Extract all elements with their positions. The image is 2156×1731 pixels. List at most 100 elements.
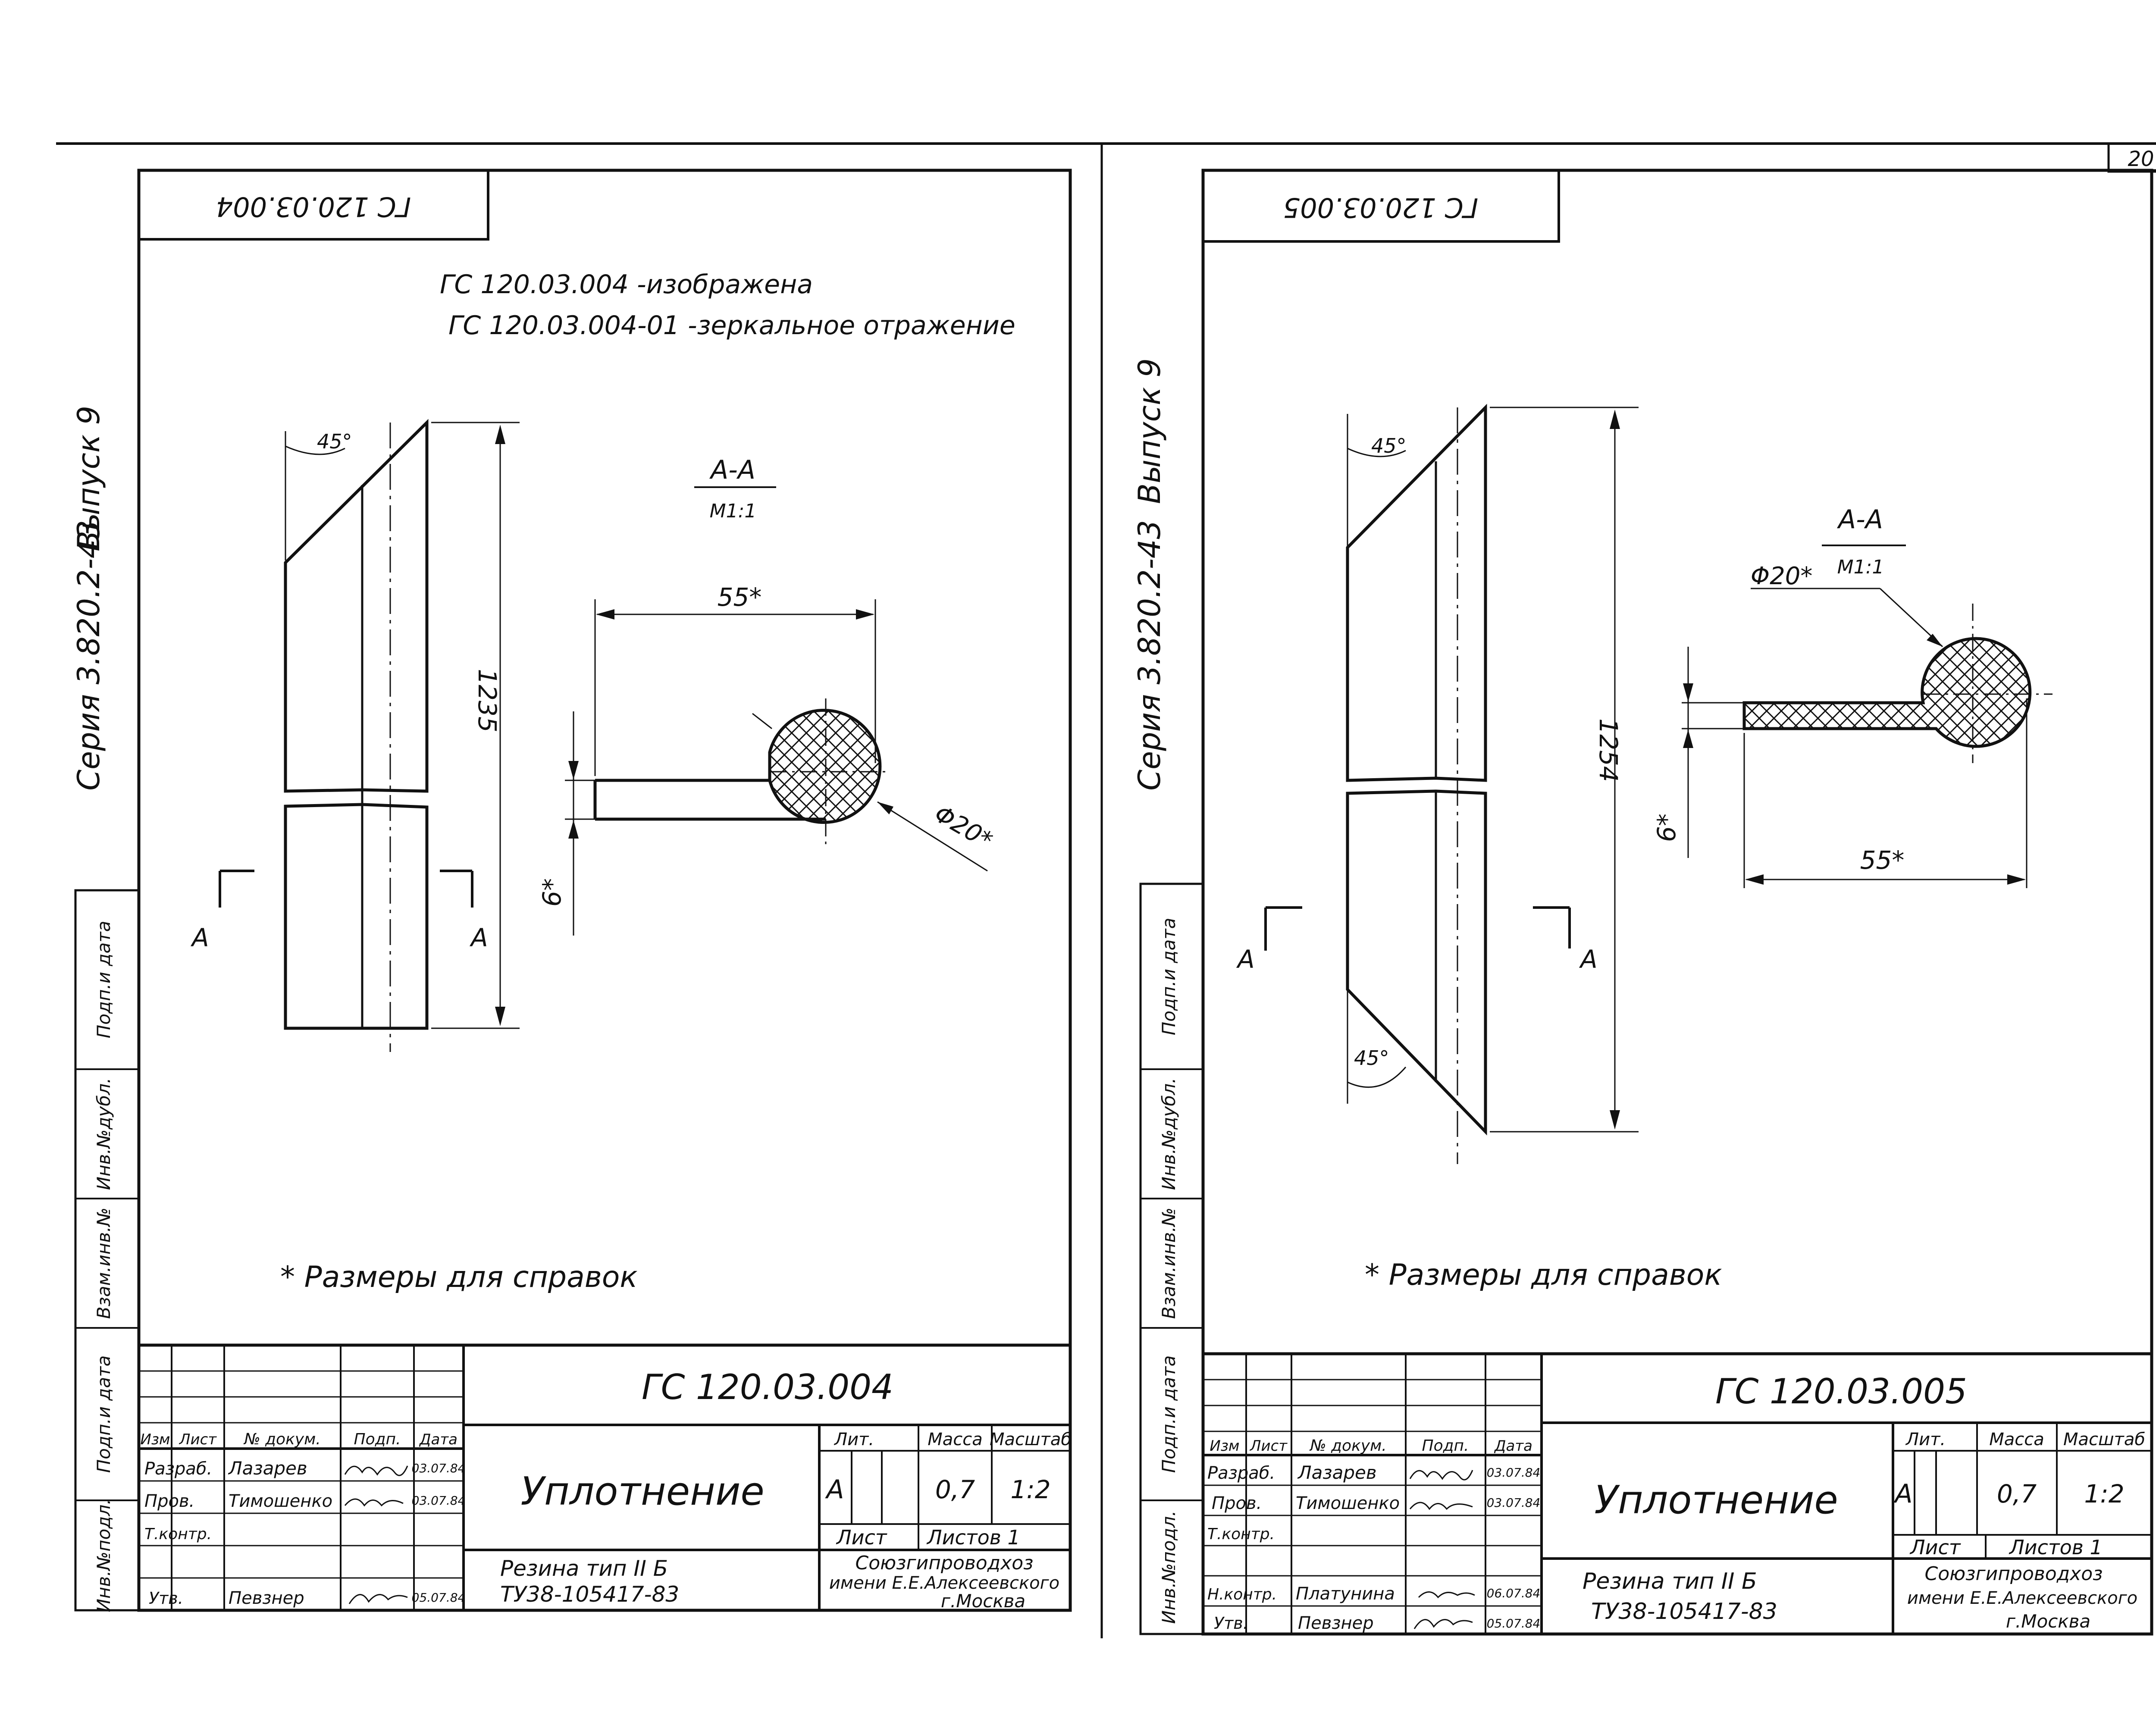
- left-tb-role-1: Разраб.: [144, 1459, 212, 1479]
- right-tb-role-4: Н.контр.: [1207, 1586, 1277, 1603]
- left-tb-col-izm: Изм: [140, 1431, 170, 1448]
- right-tb-role-3: Т.контр.: [1207, 1525, 1275, 1543]
- left-section-view: А-А М1:1 55* 6*: [537, 455, 997, 936]
- right-signature-1: [1409, 1470, 1473, 1481]
- right-angle-label-1: 45°: [1371, 434, 1407, 457]
- left-title-block: Изм Лист № докум. Подп. Дата Разраб. Про…: [137, 1343, 1072, 1612]
- left-tb-sheet-label: Лист: [836, 1526, 887, 1549]
- right-tb-date-5: 05.07.84: [1487, 1616, 1541, 1631]
- right-tb-date-4: 06.07.84: [1487, 1586, 1541, 1600]
- left-tb-doc-code: ГС 120.03.004: [642, 1367, 893, 1407]
- left-tb-name-2: Тимошенко: [229, 1491, 332, 1511]
- right-tb-col-date: Дата: [1494, 1437, 1532, 1455]
- left-strip-view: 45° 1235 А А: [190, 419, 520, 1052]
- right-tb-col-list: Лист: [1249, 1437, 1288, 1455]
- left-section-marker-2: А: [469, 923, 488, 952]
- right-tb-role-2: Пров.: [1212, 1493, 1262, 1513]
- left-tb-name-1: Лазарев: [228, 1458, 307, 1479]
- left-signature-5: [348, 1594, 408, 1604]
- left-reference-note: * Размеры для справок: [280, 1260, 637, 1294]
- right-tb-org-2: имени Е.Е.Алексеевского: [1907, 1588, 2137, 1608]
- left-tb-org-3: г.Москва: [941, 1590, 1025, 1612]
- left-angle-label: 45°: [317, 430, 352, 453]
- left-tb-scale-header: Масштаб: [990, 1430, 1072, 1449]
- left-tb-name-5: Певзнер: [229, 1588, 304, 1608]
- right-section-marker-2: А: [1579, 945, 1598, 974]
- left-section-label: А-А: [709, 455, 755, 485]
- left-tb-date-1: 03.07.84: [412, 1461, 466, 1475]
- right-section-view: А-А М1:1 55* 6* Φ20*: [1652, 504, 2053, 888]
- right-signature-4: [1418, 1591, 1475, 1599]
- right-tb-date-1: 03.07.84: [1487, 1465, 1541, 1480]
- left-dim-width: 55*: [718, 582, 762, 612]
- left-tb-mass: 0,7: [935, 1475, 975, 1504]
- left-tb-col-sign: Подп.: [354, 1431, 401, 1448]
- right-section-marker-1: А: [1236, 945, 1255, 974]
- right-tb-org-3: г.Москва: [2006, 1611, 2090, 1632]
- right-tb-lit: А: [1893, 1479, 1912, 1509]
- left-section-marker-1: А: [190, 923, 209, 952]
- left-tb-name: Уплотнение: [520, 1469, 765, 1514]
- left-tb-scale: 1:2: [1010, 1475, 1050, 1504]
- left-section-scale: М1:1: [710, 500, 757, 522]
- right-signature-5: [1413, 1619, 1473, 1629]
- left-tb-col-list: Лист: [179, 1431, 217, 1448]
- right-section-scale: М1:1: [1837, 556, 1884, 578]
- right-frame: [1201, 169, 2153, 1636]
- left-frame: [137, 169, 1072, 1612]
- right-stamp-box: [1202, 169, 1560, 243]
- right-side-issue: Выпуск 9: [1132, 358, 1167, 504]
- right-tb-scale-header: Масштаб: [2063, 1430, 2145, 1449]
- left-tb-date-5: 05.07.84: [412, 1590, 466, 1605]
- left-note-1: ГС 120.03.004 -изображена: [440, 269, 813, 300]
- left-margin-strip: [74, 889, 140, 1612]
- left-tb-material-1: Резина тип ІІ Б: [500, 1556, 668, 1581]
- right-tb-date-2: 03.07.84: [1487, 1496, 1541, 1510]
- right-tb-name-2: Тимошенко: [1296, 1493, 1400, 1513]
- right-dim-thickness: 6*: [1652, 814, 1681, 842]
- left-tb-col-doc: № докум.: [243, 1431, 320, 1448]
- right-tb-org-1: Союзгипроводхоз: [1924, 1563, 2103, 1585]
- right-margin-label-3: Взам.инв.№: [1158, 1208, 1179, 1319]
- right-stamp-code: ГС 120.03.005: [1283, 192, 1479, 223]
- right-reference-note: * Размеры для справок: [1365, 1258, 1722, 1292]
- right-margin-label-4: Инв.№дубл.: [1158, 1078, 1179, 1190]
- right-tb-doc-code: ГС 120.03.005: [1715, 1371, 1967, 1412]
- right-tb-col-sign: Подп.: [1422, 1437, 1469, 1455]
- right-tb-lit-header: Лит.: [1905, 1430, 1946, 1449]
- left-tb-lit-header: Лит.: [834, 1430, 874, 1449]
- left-margin-label-3: Взам.инв.№: [93, 1208, 114, 1319]
- left-tb-col-date: Дата: [419, 1431, 458, 1448]
- left-side-series: Серия 3.820.2-43: [71, 520, 107, 791]
- right-tb-name-5: Певзнер: [1298, 1613, 1374, 1633]
- right-sheet: ГС 120.03.005 Серия 3.820.2-43 Выпуск 9 …: [1132, 169, 2156, 1636]
- right-title-block: Изм Лист № докум. Подп. Дата Разраб. Про…: [1201, 1352, 2153, 1636]
- left-margin-label-2: Подп.и дата: [93, 1355, 114, 1473]
- right-tb-col-doc: № докум.: [1309, 1437, 1386, 1455]
- right-section-profile: [1742, 637, 2032, 748]
- left-tb-mass-header: Масса: [928, 1430, 983, 1449]
- left-dim-diameter: Φ20*: [930, 800, 997, 855]
- right-tb-material-2: ТУ38-105417-83: [1591, 1599, 1777, 1625]
- right-tb-role-1: Разраб.: [1207, 1463, 1275, 1483]
- right-dim-width: 55*: [1860, 845, 1905, 875]
- left-tb-date-2: 03.07.84: [412, 1493, 466, 1508]
- left-tb-org-1: Союзгипроводхоз: [855, 1552, 1033, 1574]
- left-sheet: ГС 120.03.004 ГС 120.03.004 -изображена …: [71, 169, 1072, 1612]
- right-tb-material-1: Резина тип ІІ Б: [1583, 1568, 1757, 1594]
- left-tb-org-2: имени Е.Е.Алексеевского: [829, 1573, 1059, 1593]
- right-margin-label-1: Инв.№подл.: [1158, 1510, 1179, 1624]
- left-signature-2: [344, 1498, 404, 1507]
- page-number: 20: [2128, 147, 2154, 171]
- right-margin-strip: [1139, 883, 1204, 1635]
- left-signature-1: [344, 1465, 408, 1476]
- left-tb-material-2: ТУ38-105417-83: [500, 1582, 679, 1607]
- left-tb-lit: А: [824, 1474, 844, 1505]
- left-margin-label-4: Инв.№дубл.: [93, 1078, 114, 1190]
- right-dim-diameter: Φ20*: [1751, 562, 1812, 590]
- left-side-issue: Выпуск 9: [71, 406, 107, 551]
- right-margin-label-5: Подп.и дата: [1158, 918, 1179, 1036]
- right-side-series: Серия 3.820.2-43: [1132, 520, 1167, 791]
- right-strip-view: 45° 45° 1254 А А: [1236, 404, 1639, 1164]
